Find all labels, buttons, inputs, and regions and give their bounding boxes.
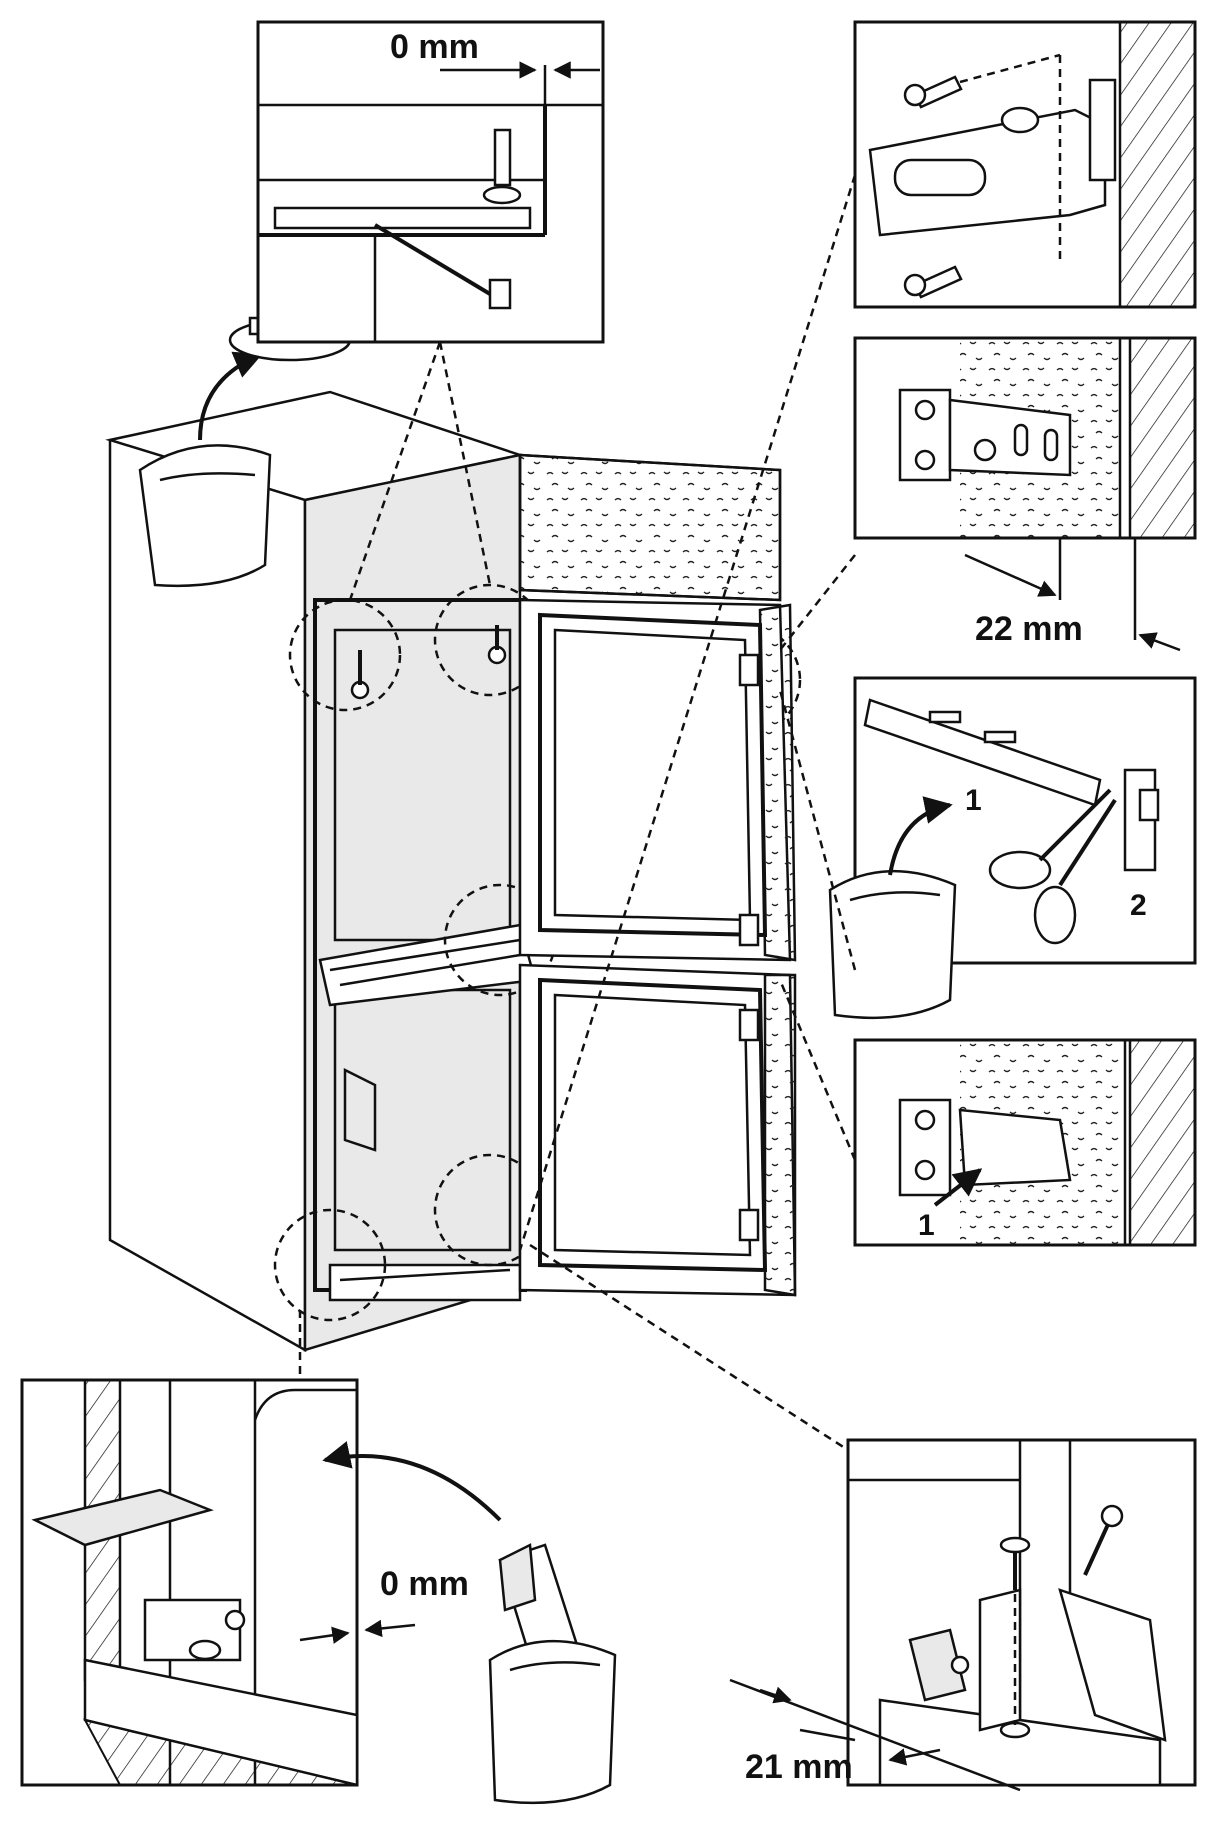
detail-bottom-right-21mm: 21 mm <box>729 1438 1197 1792</box>
bottom-left-gap-dimension-label: 0 mm <box>380 1565 469 1603</box>
bottom-right-setback-dimension-label: 21 mm <box>745 1748 853 1786</box>
hinge-icon <box>738 1008 760 1042</box>
parts-bag-icon <box>828 796 957 1020</box>
cut-step-1-label: 1 <box>965 784 982 817</box>
hinge-icon <box>738 653 760 687</box>
screw-icon <box>350 650 370 700</box>
scissors-icon <box>988 788 1117 945</box>
hinge-icon <box>738 913 760 947</box>
detail-insert-cover: 1 <box>853 1038 1197 1247</box>
detail-top-zero-gap: 0 mm <box>256 20 605 344</box>
cut-step-2-label: 2 <box>1130 889 1147 922</box>
hinge-icon <box>738 1208 760 1242</box>
parts-bag-icon <box>488 1640 617 1805</box>
curved-arrow-icon <box>322 1441 502 1522</box>
detail-circle-bottom-left <box>273 1208 387 1322</box>
detail-circle-top-left <box>288 598 402 712</box>
right-setback-dimension-label: 22 mm <box>975 610 1083 648</box>
furniture-doors <box>518 453 797 1297</box>
top-gap-dimension-label: 0 mm <box>390 28 479 66</box>
screw-icon <box>487 625 507 665</box>
parts-bag-icon <box>138 351 272 588</box>
screw-icon <box>1083 1504 1124 1576</box>
main-cabinet <box>105 390 802 1353</box>
detail-bracket-22mm: 22 mm <box>853 336 1197 652</box>
appliance-frame <box>313 598 537 1302</box>
screw-icon <box>999 1536 1031 1590</box>
insert-step-1-label: 1 <box>918 1209 935 1242</box>
detail-hinge-bracket <box>853 20 1197 309</box>
detail-bottom-left-zero-gap: 0 mm <box>20 1378 469 1787</box>
